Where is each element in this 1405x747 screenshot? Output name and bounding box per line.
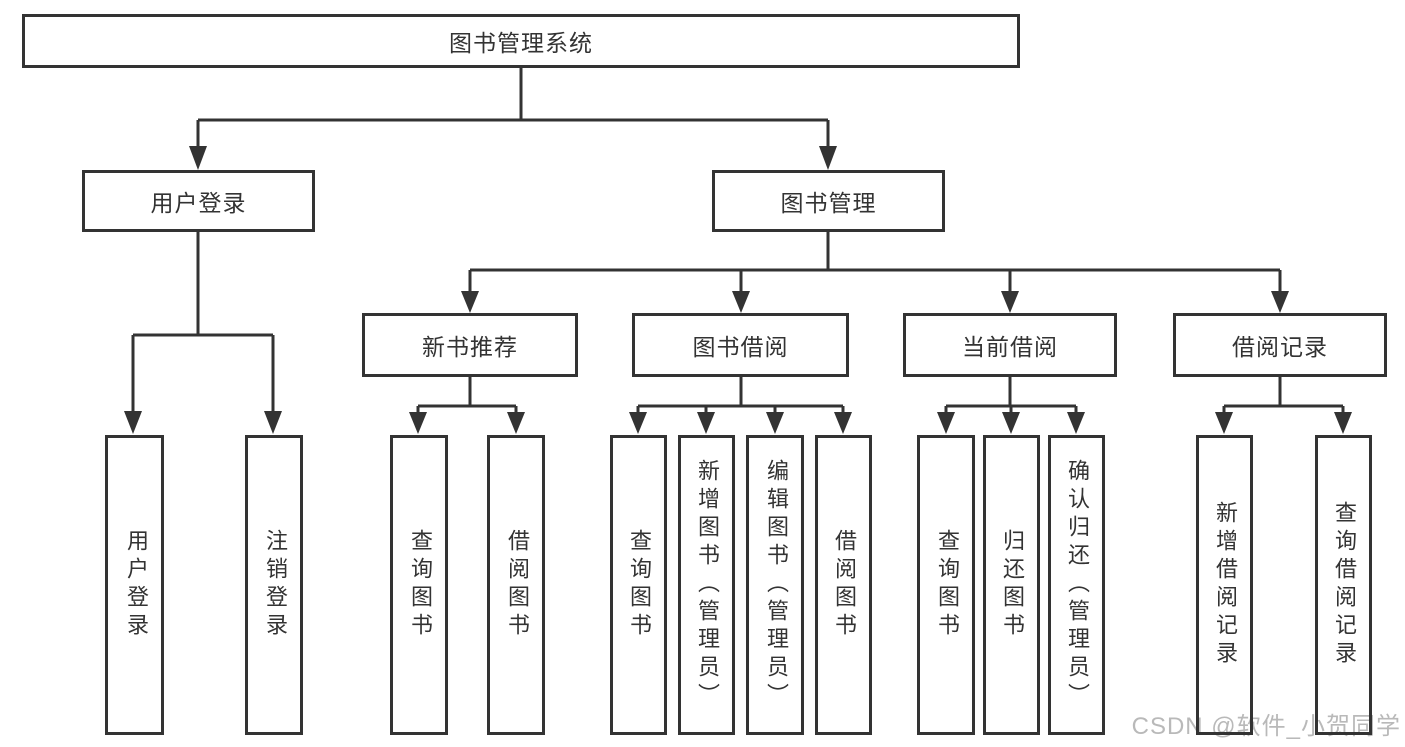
leaf-borrow-books-recommend: 借阅图书 [487,435,545,735]
node-book-management: 图书管理 [712,170,945,232]
node-library-management-system: 图书管理系统 [22,14,1020,68]
leaf-add-book-admin: 新增图书（管理员） [678,435,735,735]
node-current-borrow: 当前借阅 [903,313,1117,377]
leaf-confirm-return-admin: 确认归还（管理员） [1048,435,1105,735]
node-user-login: 用户登录 [82,170,315,232]
leaf-edit-book-admin: 编辑图书（管理员） [746,435,804,735]
node-book-borrow: 图书借阅 [632,313,849,377]
leaf-query-books-recommend: 查询图书 [390,435,448,735]
leaf-logout: 注销登录 [245,435,303,735]
node-borrow-record: 借阅记录 [1173,313,1387,377]
csdn-watermark: CSDN @软件_小贺同学 [1131,713,1401,740]
leaf-borrow-books-borrow: 借阅图书 [815,435,872,735]
leaf-query-books-current: 查询图书 [917,435,975,735]
node-new-book-recommend: 新书推荐 [362,313,578,377]
leaf-return-books: 归还图书 [983,435,1040,735]
leaf-query-books-borrow: 查询图书 [610,435,667,735]
leaf-add-borrow-record: 新增借阅记录 [1196,435,1253,735]
leaf-query-borrow-record: 查询借阅记录 [1315,435,1372,735]
leaf-user-login: 用户登录 [105,435,164,735]
